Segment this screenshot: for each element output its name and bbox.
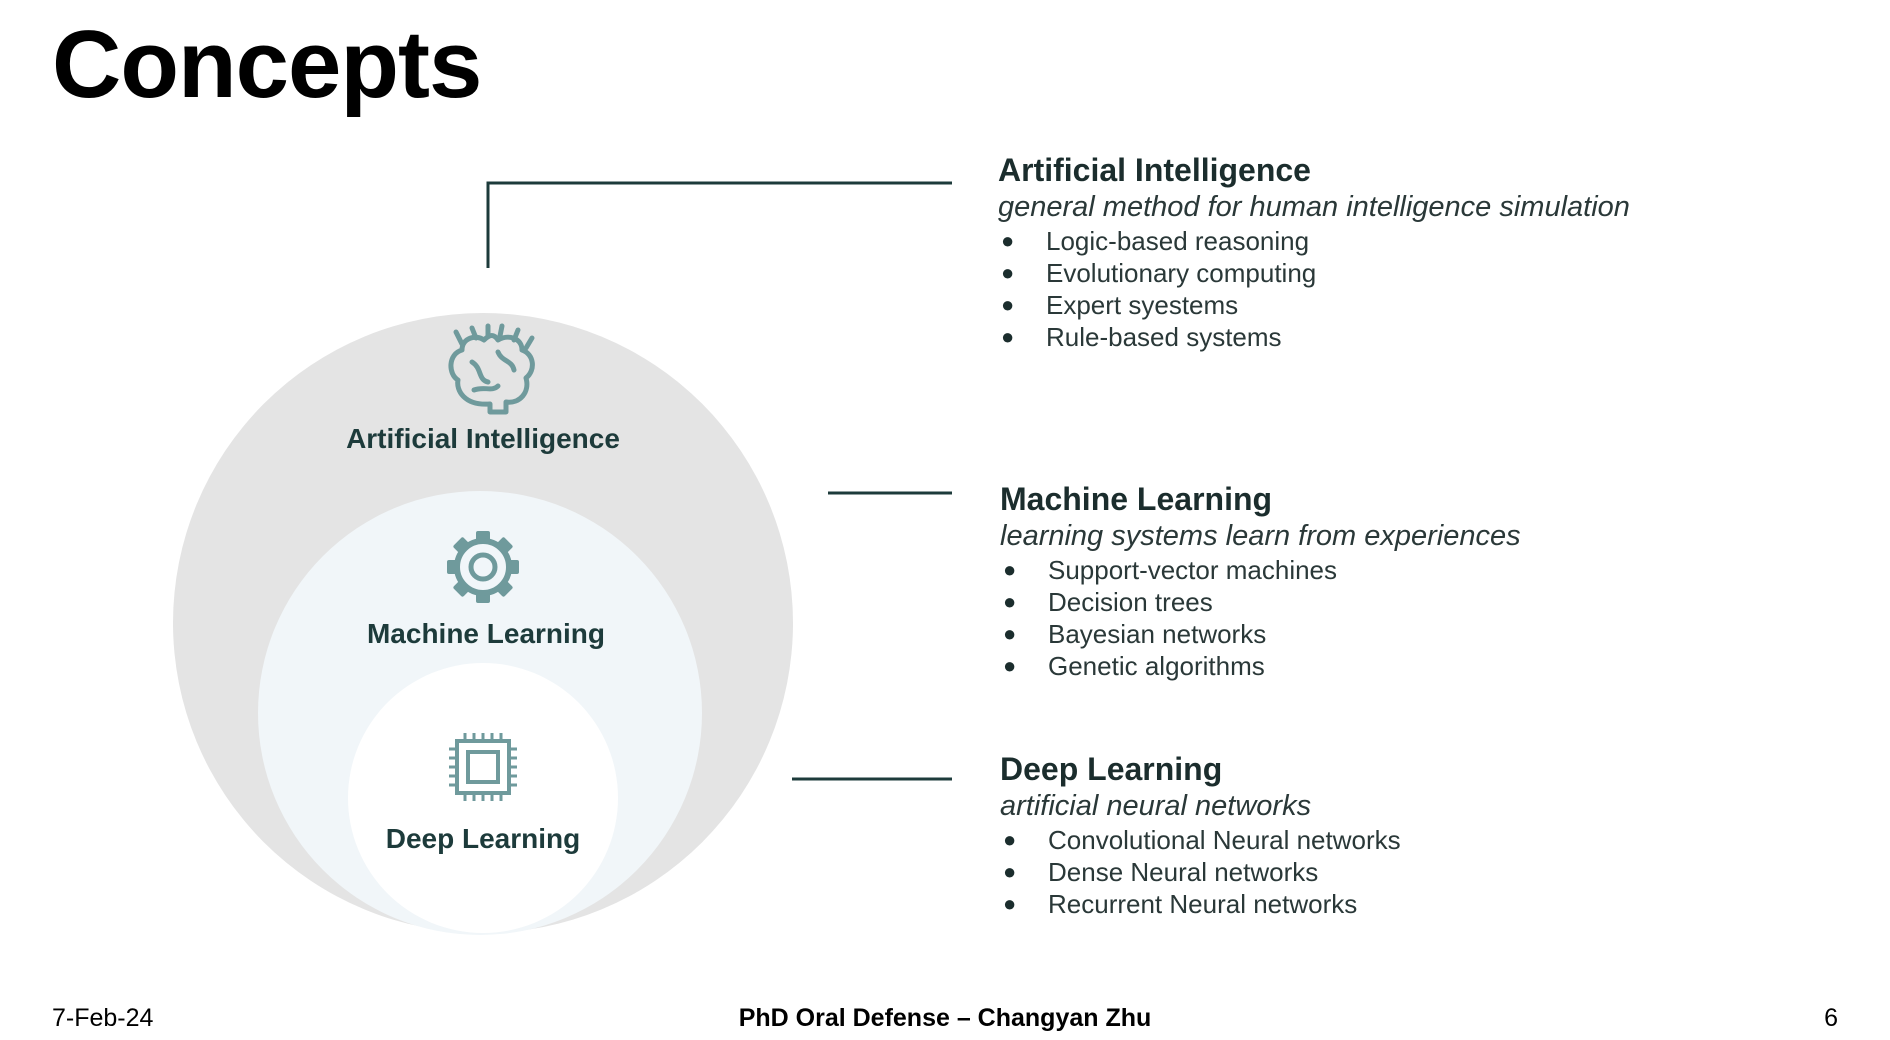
bullet-icon: ● <box>1003 653 1017 679</box>
gear-icon <box>447 531 519 603</box>
bullet-icon: ● <box>1003 827 1017 853</box>
footer-title: PhD Oral Defense – Changyan Zhu <box>738 1004 1152 1032</box>
ml-circle-label: Machine Learning <box>367 618 605 649</box>
list-item: ●Convolutional Neural networks <box>1003 825 1401 856</box>
list-item: ●Evolutionary computing <box>1001 258 1317 289</box>
list-item: ●Expert syestems <box>1001 290 1239 321</box>
bullet-icon: ● <box>1001 228 1015 254</box>
dl-circle-label: Deep Learning <box>386 823 580 854</box>
section-subtitle: general method for human intelligence si… <box>998 190 1630 223</box>
section-list: ●Convolutional Neural networks ●Dense Ne… <box>1000 824 1401 920</box>
chip-icon <box>449 733 517 801</box>
section-heading: Artificial Intelligence <box>998 152 1311 188</box>
bullet-icon: ● <box>1001 260 1015 286</box>
section-artificial-intelligence: Artificial Intelligence general method f… <box>998 152 1630 353</box>
bullet-icon: ● <box>1003 621 1017 647</box>
section-subtitle: artificial neural networks <box>1000 789 1312 822</box>
list-item: ●Logic-based reasoning <box>1001 226 1310 257</box>
list-item: ●Support-vector machines <box>1003 555 1338 586</box>
ai-circle-label: Artificial Intelligence <box>346 423 620 454</box>
bullet-icon: ● <box>1003 589 1017 615</box>
list-item: ●Rule-based systems <box>1001 322 1282 353</box>
section-list: ●Logic-based reasoning ●Evolutionary com… <box>998 225 1630 353</box>
section-heading: Deep Learning <box>1000 751 1223 787</box>
slide-title: Concepts <box>52 11 482 118</box>
bullet-icon: ● <box>1003 891 1017 917</box>
bullet-icon: ● <box>1003 557 1017 583</box>
ai-connector-line <box>486 181 952 268</box>
section-heading: Machine Learning <box>1000 481 1273 517</box>
section-machine-learning: Machine Learning learning systems learn … <box>1000 481 1521 682</box>
section-deep-learning: Deep Learning artificial neural networks… <box>1000 751 1401 920</box>
section-subtitle: learning systems learn from experiences <box>1000 519 1521 552</box>
list-item: ●Recurrent Neural networks <box>1003 889 1358 920</box>
bullet-icon: ● <box>1001 324 1015 350</box>
list-item: ●Genetic algorithms <box>1003 651 1265 682</box>
bullet-icon: ● <box>1003 859 1017 885</box>
footer-date: 7-Feb-24 <box>52 1004 154 1032</box>
brain-icon <box>448 323 535 415</box>
section-list: ●Support-vector machines ●Decision trees… <box>1000 554 1521 682</box>
list-item: ●Dense Neural networks <box>1003 857 1319 888</box>
list-item: ●Decision trees <box>1003 587 1213 618</box>
list-item: ●Bayesian networks <box>1003 619 1267 650</box>
page-number: 6 <box>1824 1004 1838 1032</box>
bullet-icon: ● <box>1001 292 1015 318</box>
